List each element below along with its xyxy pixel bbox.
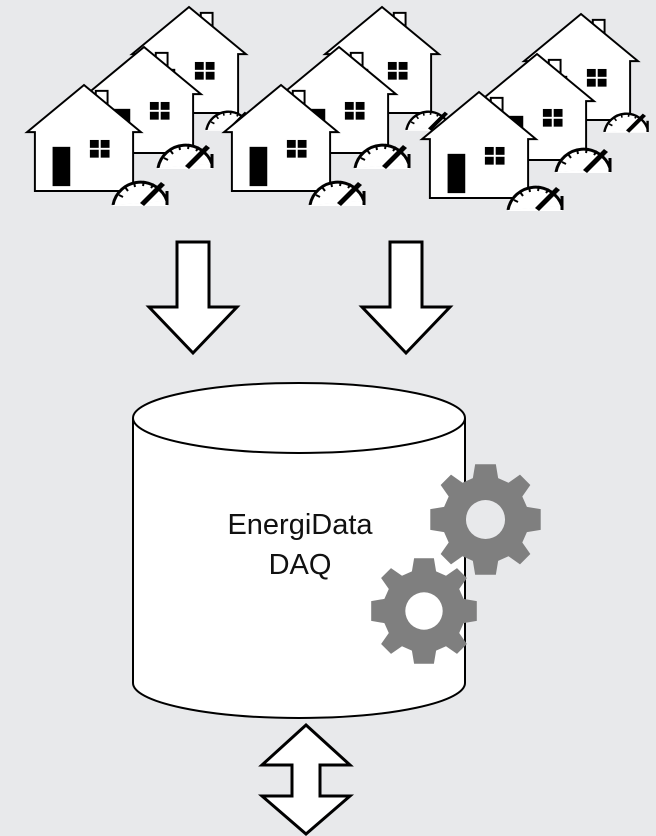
database-label-line1: EnergiData xyxy=(227,509,373,541)
arrow-down-icon xyxy=(145,240,241,356)
arrow-down-icon xyxy=(358,240,454,356)
database-label-line2: DAQ xyxy=(268,549,332,581)
house-group-1 xyxy=(26,5,251,208)
house-group-3 xyxy=(421,12,649,213)
double-arrow-icon xyxy=(257,722,355,836)
house-group-2 xyxy=(223,5,451,208)
gear-icon xyxy=(430,464,541,575)
database-label: EnergiData DAQ xyxy=(180,505,420,585)
